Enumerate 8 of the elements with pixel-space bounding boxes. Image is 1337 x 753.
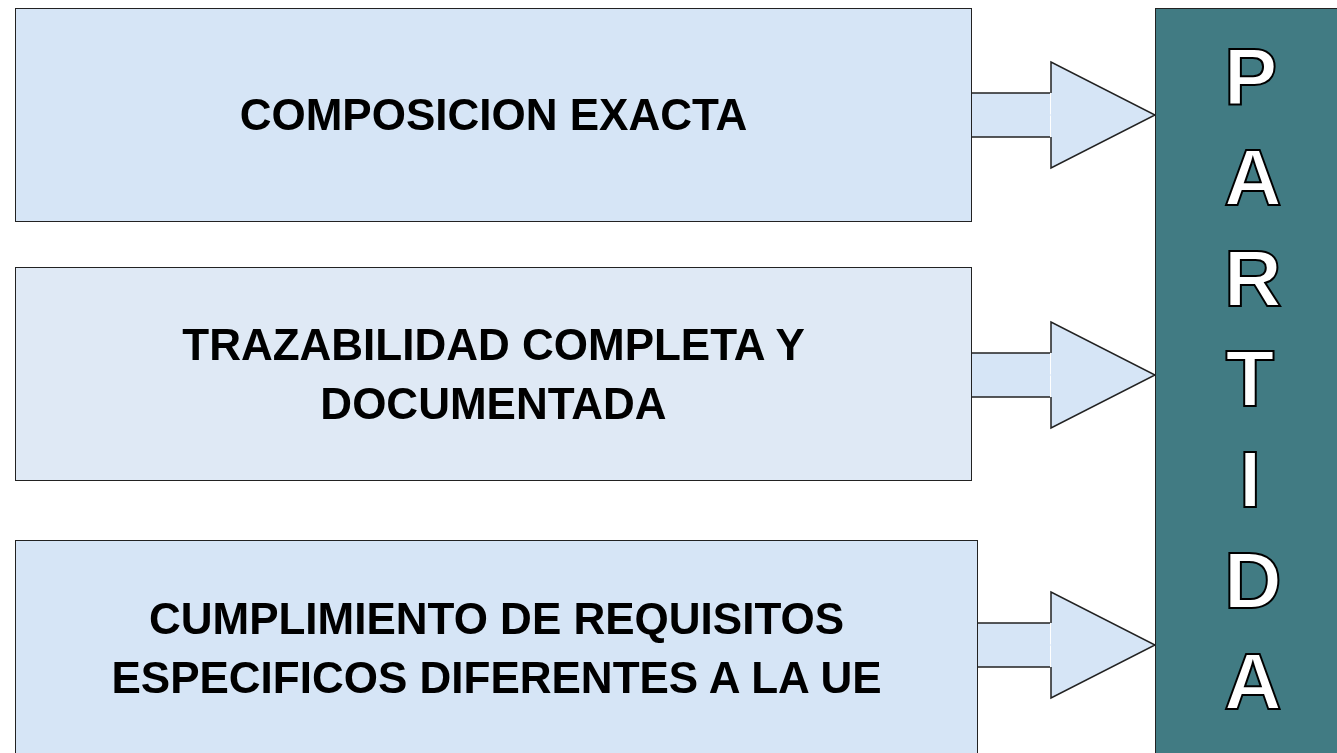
- box-label: COMPOSICION EXACTA: [239, 89, 748, 142]
- vertical-label: PARTIDA: [1223, 31, 1304, 728]
- box-label: TRAZABILIDAD COMPLETA Y DOCUMENTADA: [181, 318, 806, 430]
- process-box: [15, 540, 978, 753]
- vertical-banner: [1155, 8, 1337, 753]
- process-box: [15, 267, 972, 481]
- box-label: CUMPLIMIENTO DE REQUISITOS ESPECIFICOS DIFERENTES A LA UE: [110, 593, 883, 705]
- process-box: [15, 8, 972, 222]
